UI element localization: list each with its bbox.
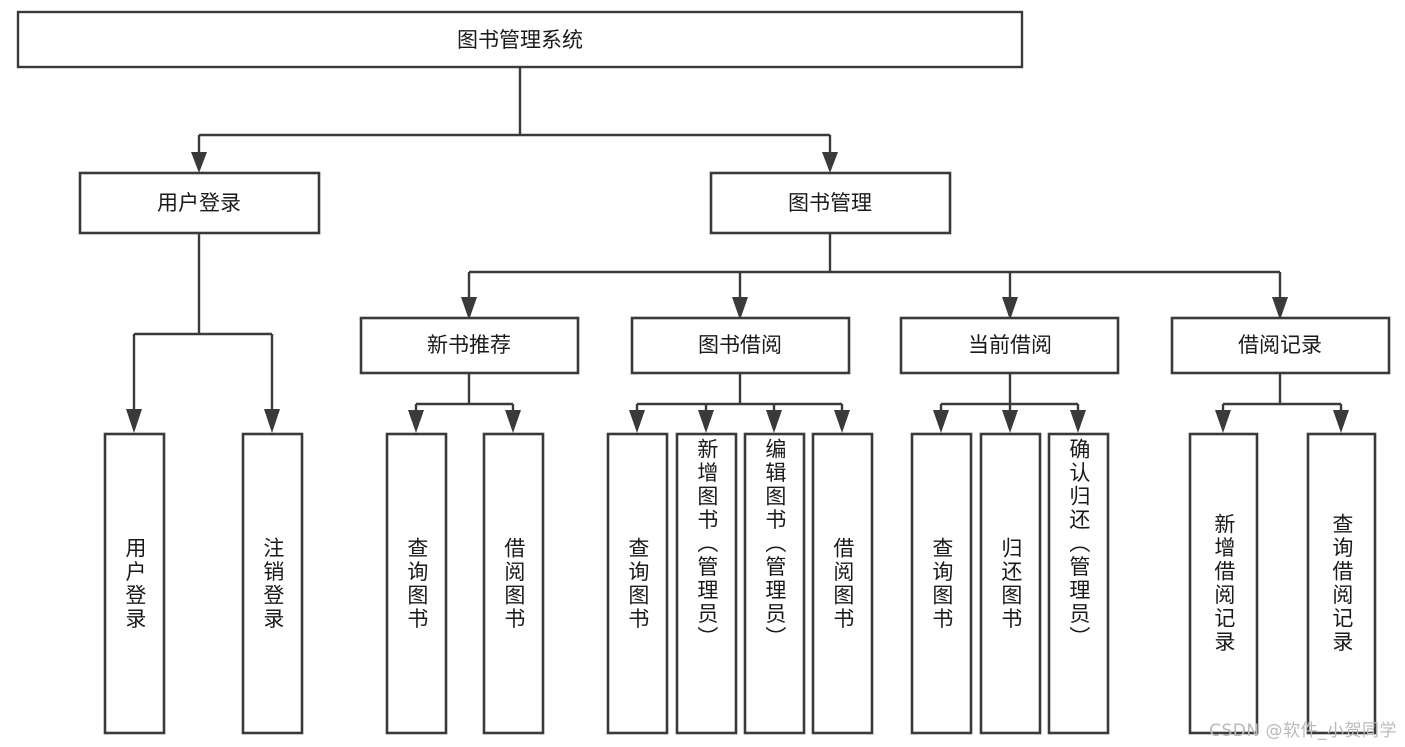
arrow-leaf-cb-confirm — [1070, 410, 1086, 433]
leaf-nb-borrow-box[interactable] — [482, 432, 545, 735]
arrow-leaf-logout — [264, 409, 280, 433]
node-book-borrow-box[interactable] — [630, 316, 851, 375]
leaf-bb-query-box[interactable] — [606, 432, 669, 735]
leaf-bb-borrow-box[interactable] — [811, 432, 874, 735]
arrow-leaf-nb-borrow — [505, 410, 521, 433]
arrow-leaf-nb-query — [408, 410, 424, 433]
arrow-leaf-user-login — [126, 409, 142, 433]
arrow-to-book-borrow — [732, 297, 748, 320]
node-new-book-label: 新书推荐 — [427, 333, 511, 357]
node-new-book-box[interactable] — [359, 316, 580, 375]
arrow-to-user-login — [191, 152, 207, 173]
arrow-leaf-br-query — [1333, 410, 1349, 433]
watermark-text: CSDN @软件_小贺同学 — [1209, 721, 1397, 741]
leaf-cb-return-box[interactable] — [979, 432, 1042, 735]
leaf-bb-edit-box[interactable] — [743, 432, 806, 735]
node-borrow-record-box[interactable] — [1170, 316, 1391, 375]
arrow-leaf-bb-add — [698, 410, 714, 433]
leaf-cb-confirm-box[interactable] — [1047, 432, 1110, 735]
node-user-login-box[interactable] — [78, 171, 321, 235]
arrow-to-borrow-record — [1272, 297, 1288, 320]
leaf-br-add-box[interactable] — [1188, 432, 1259, 735]
arrow-leaf-bb-borrow — [834, 410, 850, 433]
arrow-leaf-bb-edit — [766, 410, 782, 433]
node-borrow-record-label: 借阅记录 — [1238, 333, 1322, 357]
arrow-leaf-br-add — [1215, 410, 1231, 433]
arrow-to-new-book — [461, 297, 477, 320]
node-current-borrow-box[interactable] — [899, 316, 1120, 375]
node-current-borrow-label: 当前借阅 — [968, 333, 1052, 357]
leaf-logout-box[interactable] — [241, 432, 304, 735]
node-user-login-label: 用户登录 — [157, 191, 241, 215]
arrow-to-current-borrow — [1002, 297, 1018, 320]
arrow-leaf-cb-return — [1002, 410, 1018, 433]
node-book-mgmt-box[interactable] — [709, 171, 952, 235]
arrow-leaf-bb-query — [629, 410, 645, 433]
node-layer: 图书管理系统 用户登录 图书管理 新书推荐 图书借阅 当前借阅 借阅记录 — [16, 10, 1391, 735]
node-root-label: 图书管理系统 — [457, 28, 583, 52]
node-root-box[interactable] — [16, 10, 1024, 69]
leaf-bb-add-box[interactable] — [675, 432, 738, 735]
arrow-leaf-cb-query — [933, 410, 949, 433]
leaf-user-login-box[interactable] — [103, 432, 166, 735]
arrow-to-book-mgmt — [822, 152, 838, 173]
leaf-nb-query-box[interactable] — [385, 432, 448, 735]
node-book-mgmt-label: 图书管理 — [788, 191, 872, 215]
connector-layer — [126, 67, 1349, 433]
node-book-borrow-label: 图书借阅 — [698, 333, 782, 357]
leaf-br-query-box[interactable] — [1306, 432, 1377, 735]
leaf-cb-query-box[interactable] — [910, 432, 973, 735]
